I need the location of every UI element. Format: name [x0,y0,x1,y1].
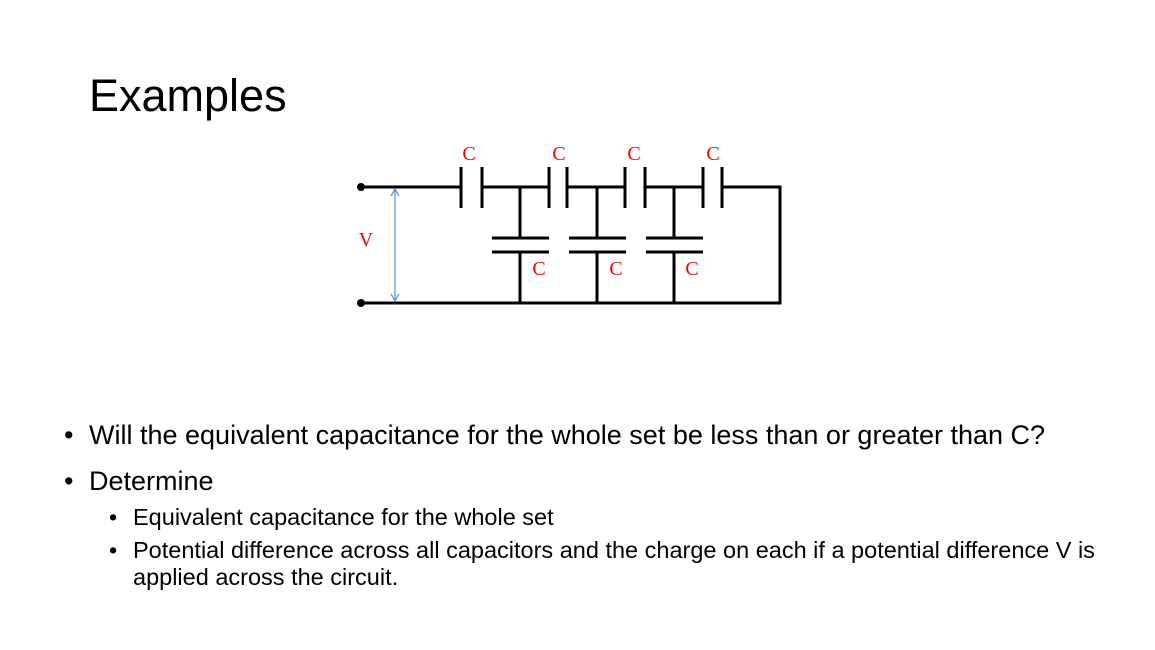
shunt-cap-label: C [532,258,545,280]
terminal-top [357,183,365,191]
slide-title: Examples [89,70,287,121]
bullet-text: Will the equivalent capacitance for the … [89,420,1046,450]
bullet-item: Will the equivalent capacitance for the … [60,420,1100,450]
terminal-bottom [357,299,365,307]
voltage-arrow [390,187,400,303]
series-cap-label: C [462,143,475,165]
bullet-list: Will the equivalent capacitance for the … [60,420,1100,607]
shunt-cap-label: C [609,258,622,280]
sub-bullet-item: Equivalent capacitance for the whole set [103,504,1100,531]
circuit-wires [360,167,782,305]
voltage-label: V [359,229,374,251]
sub-bullet-list: Equivalent capacitance for the whole set… [103,504,1100,591]
bullet-item: Determine Equivalent capacitance for the… [60,466,1100,591]
series-cap-label: C [627,143,640,165]
bullet-text: Determine [89,466,214,496]
shunt-cap-label: C [685,258,698,280]
series-cap-label: C [706,143,719,165]
series-cap-label: C [552,143,565,165]
sub-bullet-item: Potential difference across all capacito… [103,537,1100,591]
